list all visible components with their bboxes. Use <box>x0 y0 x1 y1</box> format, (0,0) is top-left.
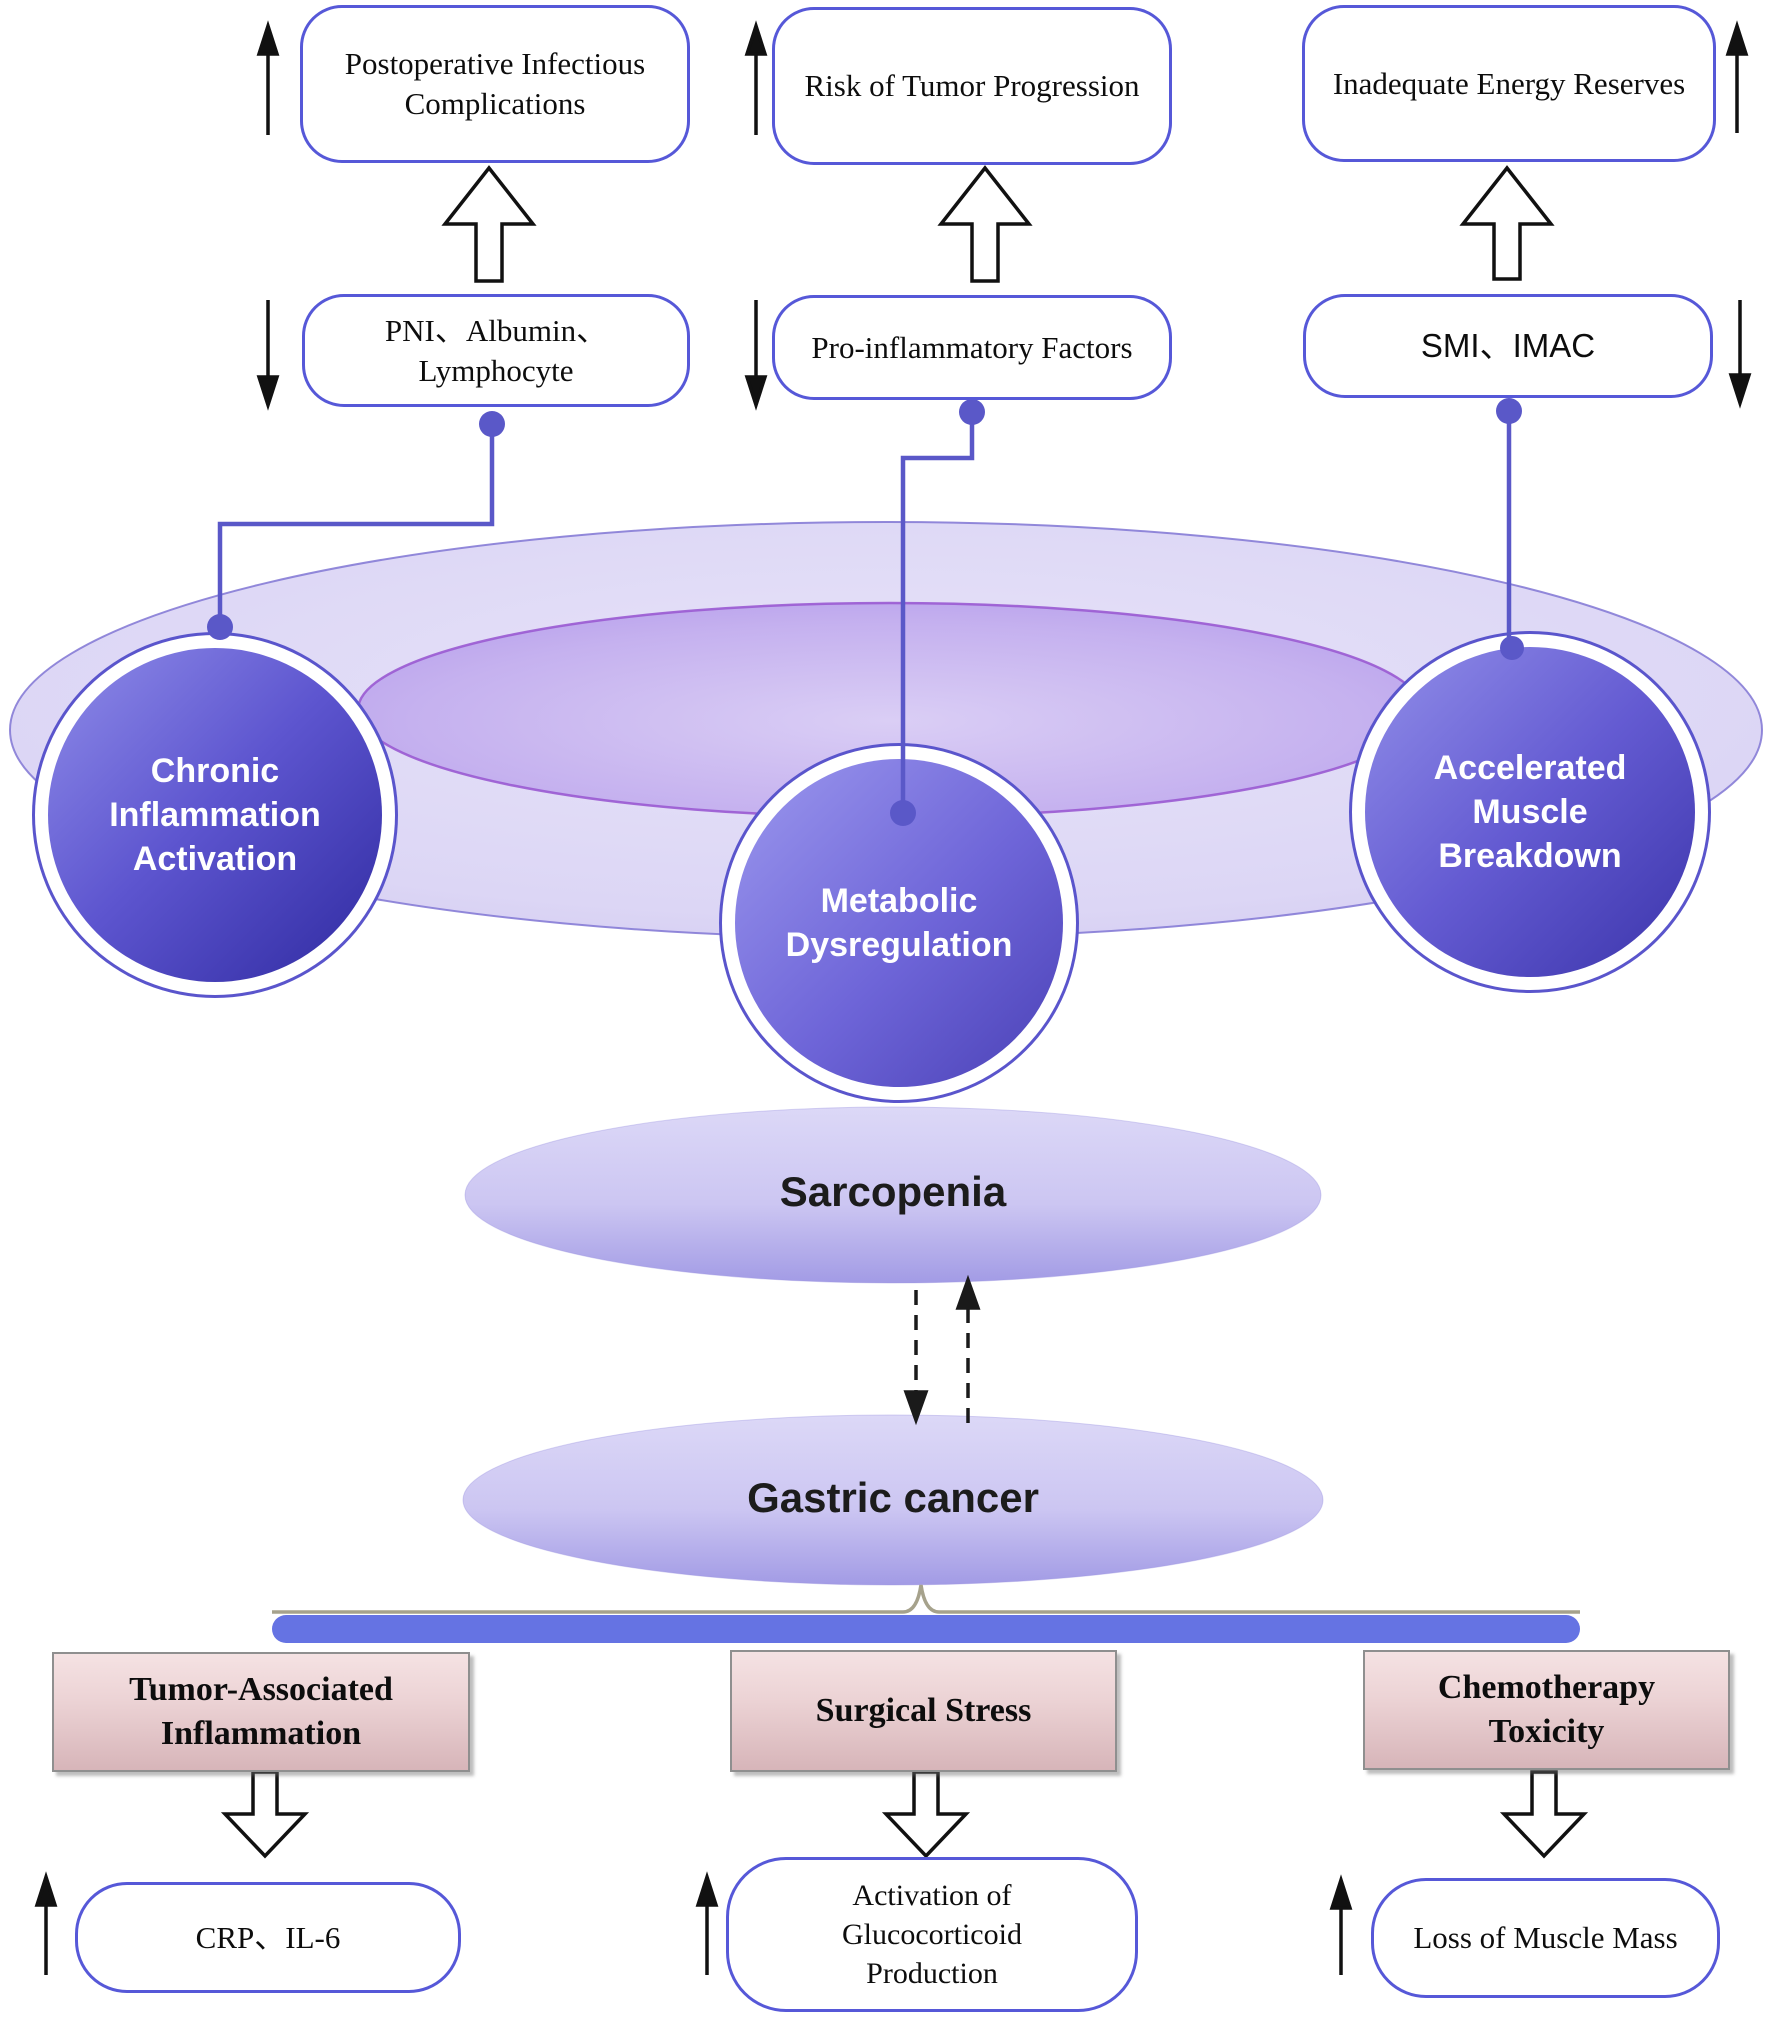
box-energy-reserves: Inadequate Energy Reserves <box>1302 5 1716 162</box>
box-postoperative-complications: Postoperative Infectious Complications <box>300 5 690 163</box>
accelerated-muscle-label: Accelerated Muscle Breakdown <box>1365 647 1695 977</box>
chronic-inflammation-label: Chronic Inflammation Activation <box>48 648 382 982</box>
up-arrow-icons <box>256 20 1749 135</box>
smi-imac-label: SMI、IMAC <box>1420 327 1596 364</box>
chemotherapy-toxicity-label: Chemotherapy Toxicity <box>1437 1669 1656 1750</box>
crp-il6-label: CRP、IL-6 <box>195 1919 341 1955</box>
gastric-cancer-ellipse <box>462 1414 1324 1586</box>
bottom-up-arrow-icons <box>34 1871 1353 1975</box>
box-smi-imac: SMI、IMAC <box>1303 294 1713 398</box>
box-loss-of-muscle-mass: Loss of Muscle Mass <box>1371 1878 1720 1998</box>
box-tumor-progression: Risk of Tumor Progression <box>772 7 1172 165</box>
tumor-associated-inflammation-label: Tumor-Associated Inflammation <box>129 1671 393 1752</box>
loss-of-muscle-mass-label: Loss of Muscle Mass <box>1413 1920 1678 1955</box>
chronic-inflammation-circle: Chronic Inflammation Activation <box>35 635 395 995</box>
tumor-progression-label: Risk of Tumor Progression <box>804 68 1140 103</box>
accelerated-muscle-circle: Accelerated Muscle Breakdown <box>1352 634 1708 990</box>
gastric-cancer-label: Gastric cancer <box>747 1474 1039 1521</box>
surgical-stress-label: Surgical Stress <box>815 1692 1032 1729</box>
pni-albumin-lymphocyte-label: PNI、Albumin、Lymphocyte <box>384 312 608 388</box>
glucocorticoid-production-label: Activation of Glucocorticoid Production <box>842 1879 1022 1990</box>
energy-reserves-label: Inadequate Energy Reserves <box>1332 65 1686 101</box>
down-arrow-icons <box>256 300 1752 411</box>
sarcopenia-label: Sarcopenia <box>779 1168 1007 1215</box>
blue-bracket-bar <box>272 1615 1580 1643</box>
brace-line <box>272 1584 1580 1614</box>
box-proinflammatory-factors: Pro-inflammatory Factors <box>772 295 1172 400</box>
dashed-arrow-icons <box>903 1274 981 1426</box>
block-arrow-down-icons <box>220 1770 1589 1859</box>
connector-dot-icons <box>207 398 1524 826</box>
box-crp-il6: CRP、IL-6 <box>75 1882 461 1993</box>
box-glucocorticoid-production: Activation of Glucocorticoid Production <box>726 1857 1138 2012</box>
postoperative-complications-label: Postoperative Infectious Complications <box>344 46 646 121</box>
box-surgical-stress: Surgical Stress <box>730 1650 1117 1772</box>
sarcopenia-ellipse <box>464 1106 1322 1284</box>
box-chemotherapy-toxicity: Chemotherapy Toxicity <box>1363 1650 1730 1770</box>
proinflammatory-factors-label: Pro-inflammatory Factors <box>811 329 1133 365</box>
box-pni-albumin-lymphocyte: PNI、Albumin、Lymphocyte <box>302 294 690 407</box>
block-arrow-up-icons <box>441 165 1555 283</box>
box-tumor-associated-inflammation: Tumor-Associated Inflammation <box>52 1652 470 1772</box>
